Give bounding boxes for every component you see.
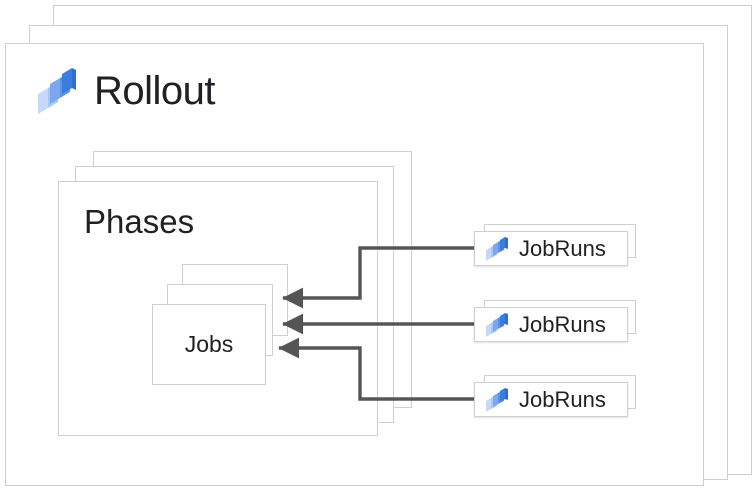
jobruns-1-card[interactable]: JobRuns [474,231,628,266]
connector-jobruns-3-to-jobs [278,337,474,401]
rollout-title: Rollout [94,69,216,113]
jobrun-icon [485,312,510,337]
jobs-stack-card-front: Jobs [152,304,266,385]
connector-jobruns-1-to-jobs [282,246,474,309]
jobruns-3-card[interactable]: JobRuns [474,382,628,417]
jobrun-icon [485,387,510,412]
jobruns-2-card[interactable]: JobRuns [474,307,628,342]
jobruns-1-label: JobRuns [519,235,606,261]
rollout-header: Rollout [36,68,216,114]
jobruns-3-label: JobRuns [519,386,606,412]
phases-title: Phases [84,203,195,240]
jobs-title: Jobs [184,331,234,357]
rollout-icon [36,68,78,114]
jobruns-2-label: JobRuns [519,311,606,337]
jobrun-icon [485,236,510,261]
